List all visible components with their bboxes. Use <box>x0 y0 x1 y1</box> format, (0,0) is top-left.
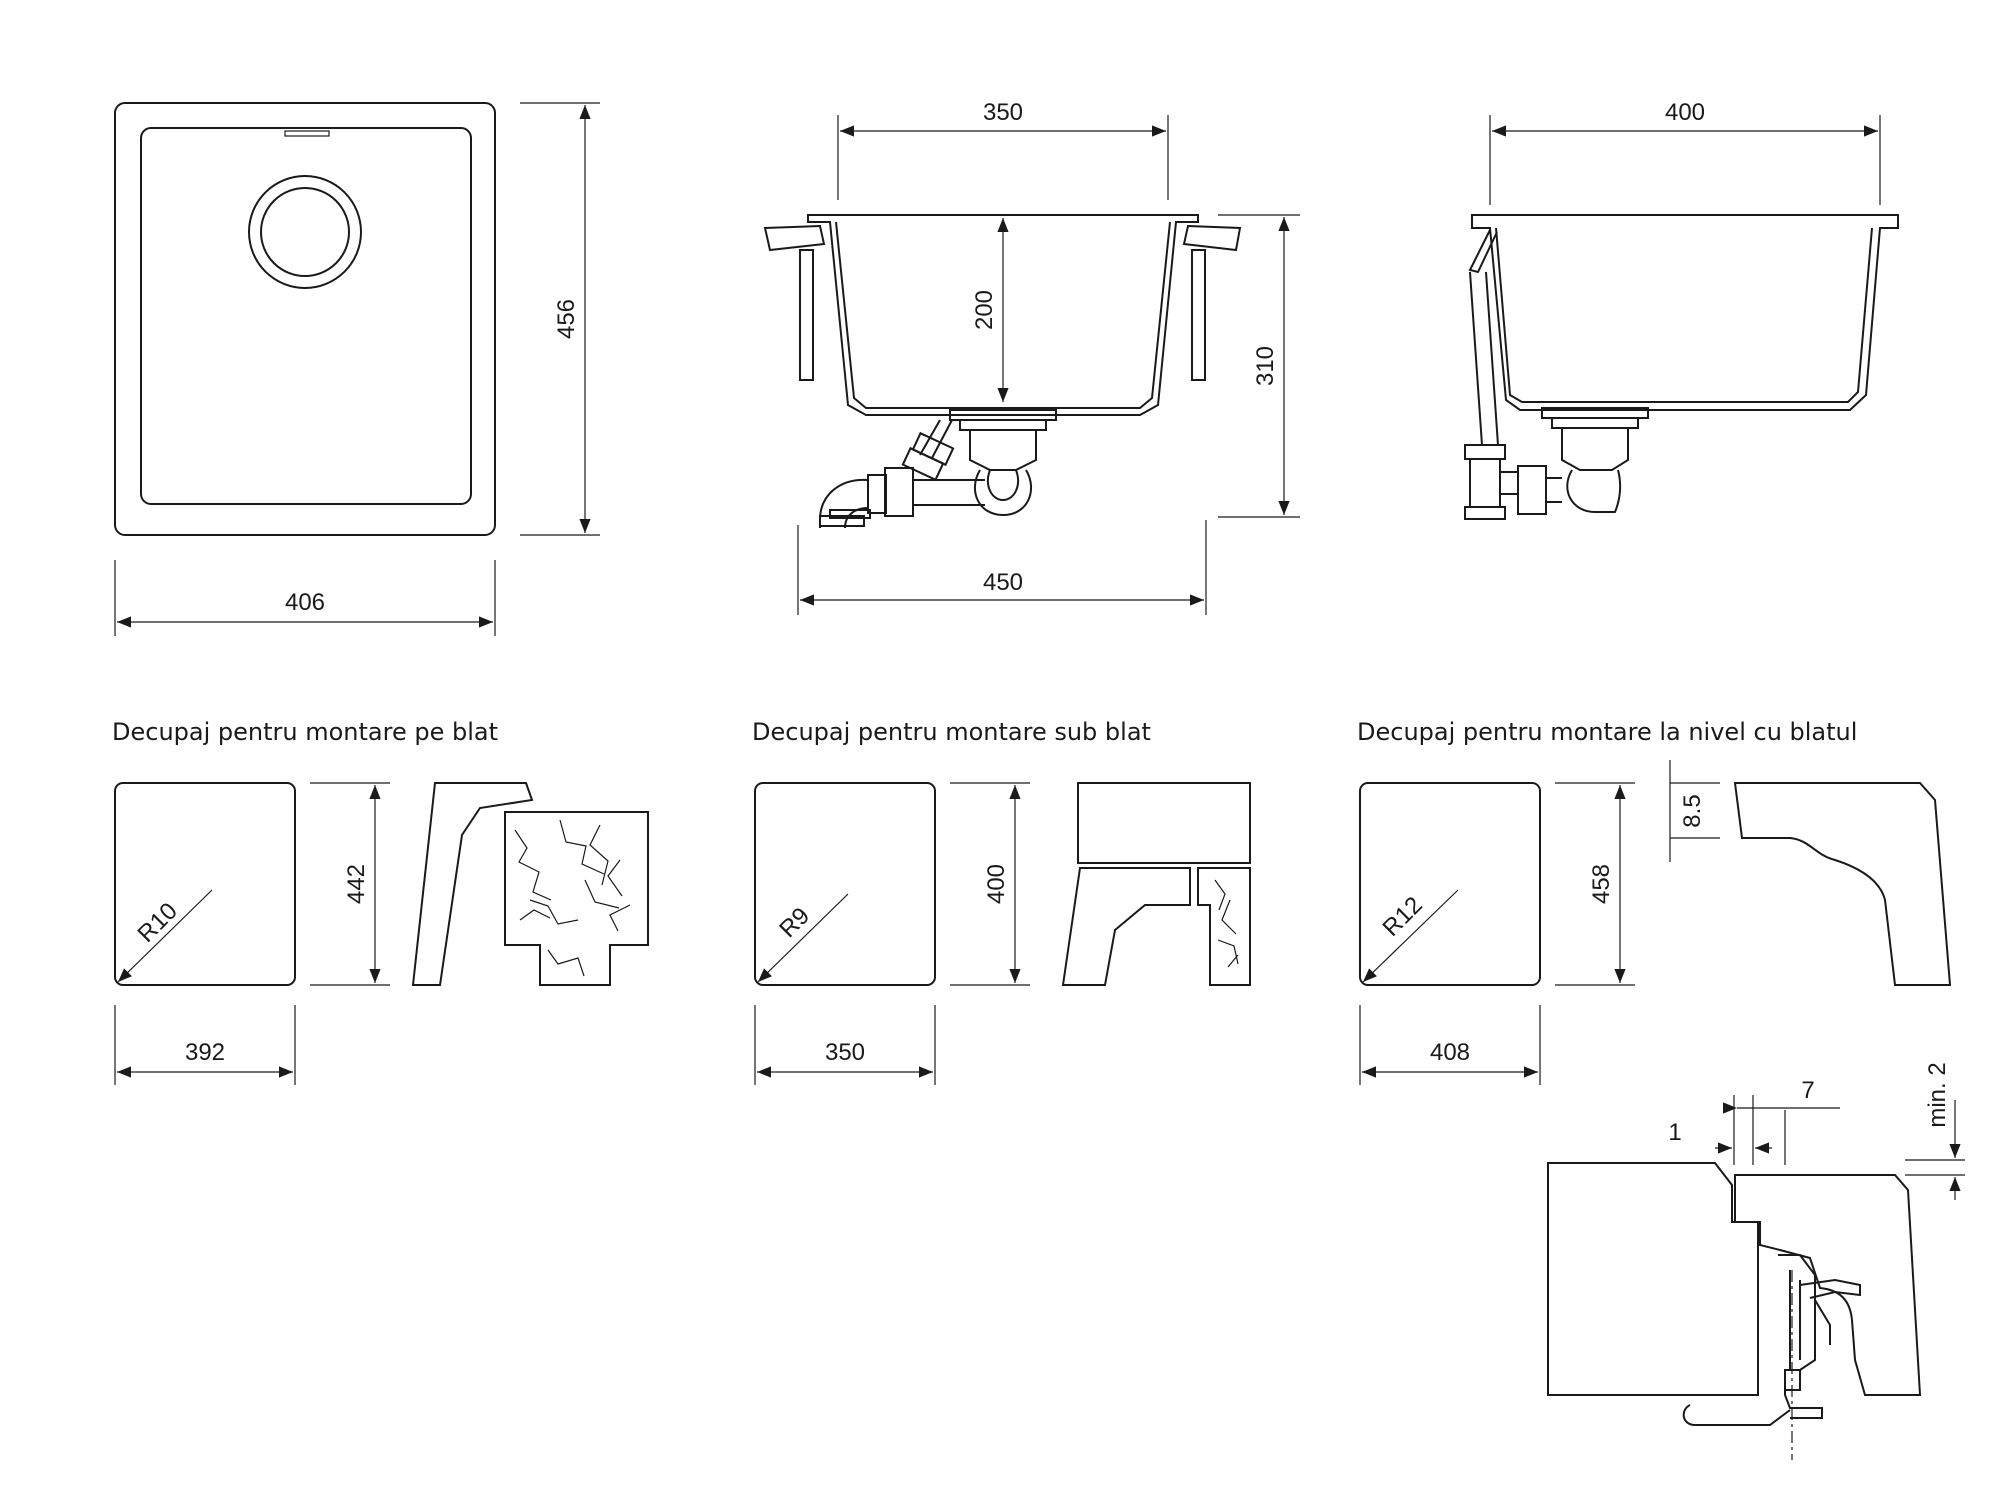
side-view: 400 <box>1464 99 1899 520</box>
cutout-1-radius-label: R10 <box>133 898 183 948</box>
cutout-3-caption: Decupaj pentru montare la nivel cu blatu… <box>1357 718 1857 746</box>
cutout-3-width-label: 408 <box>1430 1039 1470 1066</box>
cutout-3-height-label: 458 <box>1588 864 1615 904</box>
cutout-2-caption: Decupaj pentru montare sub blat <box>752 718 1151 746</box>
front-overall-height-label: 310 <box>1252 346 1279 386</box>
cutout-2-section: Decupaj pentru montare sub blat R9 400 3… <box>752 718 1251 1085</box>
cutout-1-section: Decupaj pentru montare pe blat R10 442 3… <box>112 718 649 1085</box>
detail-gap-label: 1 <box>1668 1119 1681 1146</box>
cutout-3-step-label: 8.5 <box>1679 794 1706 827</box>
top-view: 456 406 <box>114 102 600 636</box>
cutout-1-width-label: 392 <box>185 1039 225 1066</box>
front-view: 350 200 310 450 <box>763 99 1300 615</box>
side-top-width-label: 400 <box>1665 99 1705 126</box>
cutout-2-width-label: 350 <box>825 1039 865 1066</box>
top-view-width-label: 406 <box>285 589 325 616</box>
cutout-3-section: Decupaj pentru montare la nivel cu blatu… <box>1357 718 1952 1085</box>
cutout-2-radius-label: R9 <box>774 902 815 943</box>
front-bowl-depth-label: 200 <box>971 290 998 330</box>
cutout-1-height-label: 442 <box>343 864 370 904</box>
detail-section: 1 7 min. 2 <box>1547 1062 1965 1460</box>
cutout-3-radius-label: R12 <box>1378 892 1428 942</box>
front-top-width-label: 350 <box>983 99 1023 126</box>
detail-min-gap-label: min. 2 <box>1924 1062 1951 1127</box>
detail-overlap-label: 7 <box>1801 1077 1814 1104</box>
front-overall-width-label: 450 <box>983 569 1023 596</box>
cutout-2-height-label: 400 <box>983 864 1010 904</box>
top-view-height-label: 456 <box>553 299 580 339</box>
cutout-1-caption: Decupaj pentru montare pe blat <box>112 718 498 746</box>
